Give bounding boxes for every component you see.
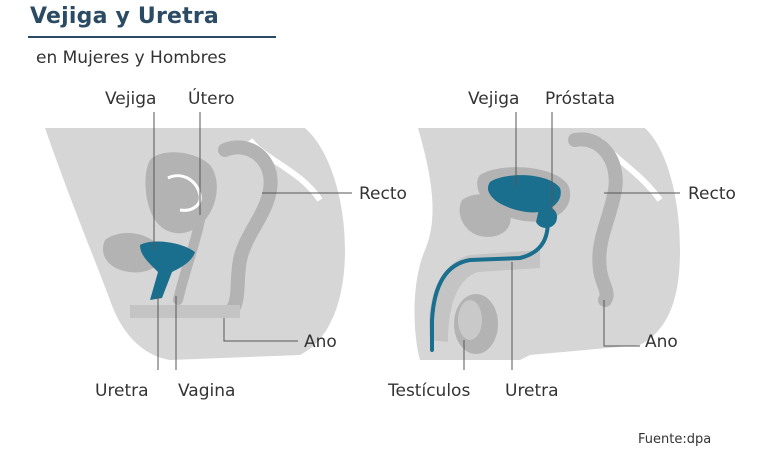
label-female-vagina: Vagina bbox=[178, 381, 235, 401]
title-underline bbox=[28, 36, 276, 38]
male-urethra bbox=[430, 218, 550, 352]
female-leader-lines bbox=[153, 112, 352, 370]
label-male-urethra: Uretra bbox=[505, 381, 559, 401]
page-title: Vejiga y Uretra bbox=[30, 4, 219, 29]
male-penis bbox=[429, 250, 540, 342]
label-male-anus: Ano bbox=[645, 332, 678, 352]
label-female-bladder: Vejiga bbox=[105, 89, 156, 109]
page-subtitle: en Mujeres y Hombres bbox=[36, 48, 227, 68]
label-male-prostate: Próstata bbox=[545, 89, 615, 109]
male-rectum bbox=[568, 132, 623, 307]
label-male-bladder: Vejiga bbox=[468, 89, 519, 109]
male-bladder bbox=[487, 175, 561, 213]
leader-line-male-anus bbox=[603, 300, 640, 347]
male-diagram bbox=[414, 128, 680, 360]
label-female-urethra: Uretra bbox=[95, 381, 149, 401]
female-perineum bbox=[130, 305, 240, 318]
male-testicles-inner bbox=[458, 300, 482, 340]
source-credit: Fuente:dpa bbox=[638, 432, 712, 447]
label-female-anus: Ano bbox=[304, 332, 337, 352]
leader-line-female-anus bbox=[223, 318, 298, 342]
female-rectum bbox=[218, 140, 278, 317]
label-female-rectum: Recto bbox=[359, 184, 407, 204]
label-male-rectum: Recto bbox=[688, 184, 736, 204]
label-female-uterus: Útero bbox=[188, 87, 235, 109]
female-uterus bbox=[145, 152, 217, 234]
female-diagram bbox=[45, 128, 345, 360]
label-male-testicles: Testículos bbox=[387, 381, 470, 401]
male-leader-lines bbox=[463, 112, 680, 370]
female-bladder bbox=[140, 241, 195, 300]
